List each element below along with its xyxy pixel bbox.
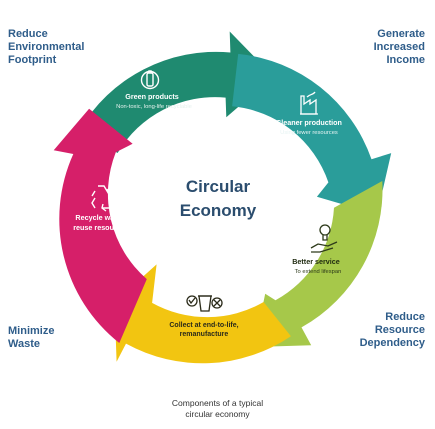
corner-bl-line: Minimize — [8, 325, 55, 337]
segment-green-subtitle: Non-toxic, long-life recyclable — [116, 104, 192, 110]
corner-br-line: Dependency — [359, 337, 425, 349]
corner-tr-line: Income — [386, 54, 425, 66]
corner-tl-line: Environmental — [8, 41, 85, 53]
segment-teal-subtitle: Using fewer resources — [280, 130, 338, 136]
segment-collect-remanufacture — [114, 264, 291, 364]
corner-tr-line: Increased — [373, 41, 425, 53]
corner-tl-line: Footprint — [8, 54, 57, 66]
factory-icon — [300, 91, 318, 115]
segment-recycle-reuse — [53, 108, 147, 343]
recycle-bottle-icon — [140, 70, 160, 90]
segment-yellow-title2: remanufacture — [180, 331, 229, 338]
corner-tl-line: Reduce — [8, 28, 48, 40]
segment-lime-subtitle: To extend lifespan — [295, 269, 342, 275]
segment-green-title: Green products — [125, 92, 179, 101]
corner-label-top-right: Generate Increased Income — [374, 28, 425, 67]
segment-yellow-title: Collect at end-to-life, — [169, 322, 238, 329]
corner-br-line: Resource — [374, 324, 425, 336]
corner-tr-line: Generate — [377, 28, 425, 40]
corner-bl-line: Waste — [8, 338, 40, 350]
recycle-icon — [91, 185, 115, 212]
collect-bin-icon — [186, 295, 223, 312]
hand-service-icon — [310, 224, 338, 253]
center-title-line1: Circular — [186, 177, 251, 196]
corner-label-bottom-right: Reduce Resource Dependency — [360, 311, 425, 350]
segment-teal-title: Cleaner production — [276, 118, 342, 127]
diagram-caption: Components of a typical circular economy — [0, 398, 435, 420]
segment-magenta-title: Recycle waste, — [75, 213, 126, 222]
segment-better-service — [254, 181, 383, 347]
center-title-line2: Economy — [180, 201, 257, 220]
corner-label-top-left: Reduce Environmental Footprint — [8, 28, 84, 67]
segment-magenta-title2: reuse resources — [73, 223, 129, 232]
caption-line: Components of a typical — [171, 398, 264, 408]
center-circle — [139, 131, 297, 289]
segment-lime-title: Better service — [292, 257, 340, 266]
segment-cleaner-production — [232, 53, 392, 215]
segment-green-products — [79, 31, 274, 153]
caption-line: circular economy — [185, 409, 250, 419]
corner-label-bottom-left: Minimize Waste — [8, 325, 54, 351]
corner-br-line: Reduce — [385, 311, 425, 323]
